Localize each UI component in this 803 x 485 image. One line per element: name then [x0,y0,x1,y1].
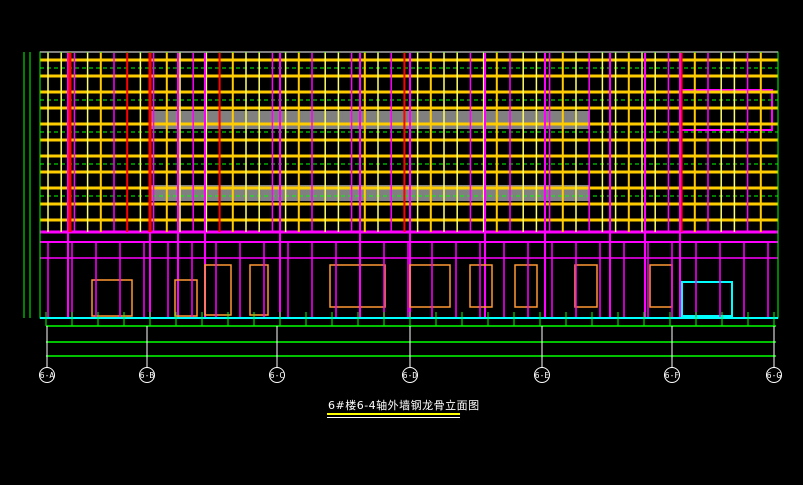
title-underline-thin [327,417,460,418]
axis-label: 6-C [270,371,285,380]
axis-label: 6-G [767,371,782,380]
window-opening [204,264,232,316]
window-opening [91,279,133,317]
entrance-door [681,281,733,317]
axis-label: 6-E [535,371,550,380]
axis-bubble [534,367,550,383]
window-opening [649,264,673,308]
cladding-panel-upper [150,111,590,129]
window-opening [469,264,493,308]
axis-bubble [766,367,782,383]
axis-bubble [269,367,285,383]
window-opening [409,264,451,308]
window-opening [329,264,386,308]
axis-bubble [39,367,55,383]
window-opening [574,264,598,308]
window-opening [514,264,538,308]
axis-label: 6-F [665,371,680,380]
axis-bubble [664,367,680,383]
axis-label: 6-D [403,371,418,380]
window-opening [174,279,198,317]
window-opening [249,264,269,316]
axis-label: 6-A [40,371,55,380]
axis-label: 6-B [140,371,155,380]
title-underline-thick [327,413,460,415]
axis-bubble [139,367,155,383]
axis-bubble [402,367,418,383]
drawing-title: 6#楼6-4轴外墙钢龙骨立面图 [328,399,480,412]
